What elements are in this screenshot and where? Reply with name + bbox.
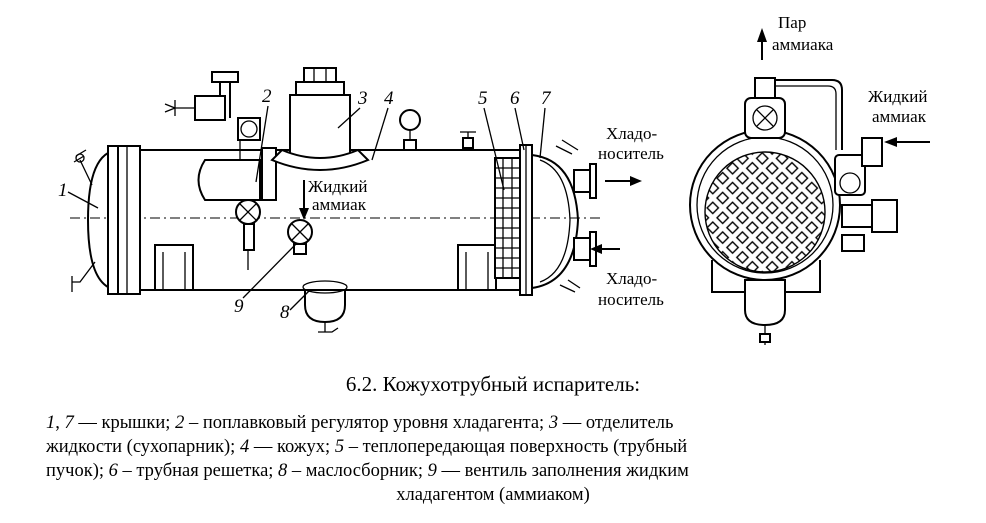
regulator-flange: [261, 147, 277, 201]
shell: [140, 149, 521, 291]
caption-segment: 5: [335, 437, 344, 457]
support-right: [457, 244, 497, 291]
caption-segment: жидкости (сухопарник);: [45, 437, 240, 457]
label-9: 9: [234, 296, 244, 317]
caption-segment: 4: [240, 437, 249, 457]
support-left: [154, 244, 194, 291]
caption-title: 6.2. Кожухотрубный испаритель:: [346, 372, 640, 396]
caption-segment: — отделитель: [558, 413, 673, 433]
caption-segment: 7: [65, 413, 75, 433]
right-cover: [531, 154, 580, 289]
coolant-outlet-nozzle: [573, 169, 591, 193]
label-3: 3: [357, 88, 368, 109]
label-liquid-ammonia-main-line1: Жидкий: [308, 177, 367, 196]
label-6: 6: [510, 88, 520, 109]
label-liquid-ammonia-side-line2: аммиак: [872, 107, 927, 126]
label-coolant-in-line1: Хладо-: [606, 269, 657, 288]
label-7: 7: [541, 88, 552, 109]
label-2: 2: [262, 86, 272, 107]
caption-segment: 8: [278, 461, 288, 481]
caption-line-4: хладагентом (аммиаком): [396, 485, 590, 505]
caption-segment: 1: [46, 413, 55, 433]
left-cover: [86, 149, 119, 291]
label-coolant-out-line1: Хладо-: [606, 124, 657, 143]
caption: 6.2. Кожухотрубный испаритель: 1, 7 — кр…: [45, 372, 689, 505]
caption-line-1: 1, 7 — крышки; 2 – поплавковый регулятор…: [46, 413, 673, 433]
caption-segment: 2: [175, 413, 184, 433]
float-regulator: [197, 159, 261, 201]
caption-line-3: пучок); 6 – трубная решетка; 8 – маслосб…: [46, 461, 689, 481]
caption-segment: – теплопередающая поверхность (трубный: [344, 437, 687, 457]
caption-segment: пучок);: [46, 461, 109, 481]
end-view-drawing: [689, 28, 930, 345]
caption-segment: хладагентом (аммиаком): [396, 485, 590, 505]
caption-segment: 3: [548, 413, 558, 433]
caption-segment: – поплавковый регулятор уровня хладагент…: [184, 413, 549, 433]
end-supports: [711, 260, 821, 293]
flow-labels: Жидкий аммиак Хладо- носитель Хладо- нос…: [308, 13, 927, 309]
label-1: 1: [58, 180, 68, 201]
label-liquid-ammonia-side-line1: Жидкий: [868, 87, 927, 106]
oil-collector: [304, 289, 346, 324]
label-coolant-out-line2: носитель: [598, 144, 664, 163]
coolant-inlet-nozzle: [573, 237, 591, 261]
caption-segment: — вентиль заполнения жидким: [437, 461, 689, 481]
end-vapor-pipe: [775, 79, 843, 150]
separator: [289, 94, 351, 161]
pressure-gauge: [399, 109, 421, 131]
label-4: 4: [384, 88, 394, 109]
end-tube-bundle: [704, 151, 826, 273]
caption-segment: 9: [428, 461, 437, 481]
caption-line-2: жидкости (сухопарник); 4 — кожух; 5 – те…: [45, 437, 687, 457]
label-8: 8: [280, 302, 290, 323]
caption-segment: 6: [109, 461, 119, 481]
part-labels: 1 2 3 4 5 6 7 8 9: [58, 86, 552, 323]
caption-segment: ,: [55, 413, 64, 433]
label-coolant-in-line2: носитель: [598, 290, 664, 309]
label-5: 5: [478, 88, 488, 109]
left-flange: [107, 145, 119, 295]
label-vapor-line2: аммиака: [772, 35, 834, 54]
left-drain: [71, 261, 96, 292]
side-view-drawing: [70, 67, 642, 333]
caption-segment: – трубная решетка;: [118, 461, 278, 481]
caption-segment: — крышки;: [74, 413, 175, 433]
label-liquid-ammonia-main-line2: аммиак: [312, 195, 367, 214]
left-flange-2: [117, 145, 141, 295]
label-vapor-line1: Пар: [778, 13, 806, 32]
caption-segment: — кожух;: [249, 437, 335, 457]
caption-segment: – маслосборник;: [287, 461, 427, 481]
end-oil-collector: [744, 279, 786, 327]
